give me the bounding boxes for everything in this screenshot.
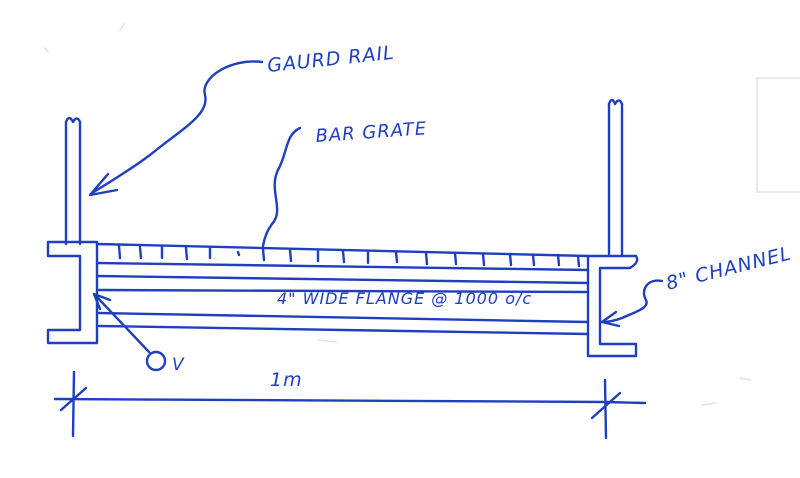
channel-leader	[600, 279, 664, 328]
detail-marker-label: V	[172, 355, 185, 375]
right-channel-section	[586, 254, 639, 358]
bar-grate-leader	[261, 126, 302, 248]
channel-label: 8" CHANNEL	[664, 242, 794, 294]
bar-grate	[95, 242, 590, 272]
bar-grate-label: BAR GRATE	[315, 118, 428, 147]
right-guard-rail-post	[607, 98, 624, 256]
detail-marker	[92, 292, 167, 372]
dimension-label: 1m	[270, 369, 303, 391]
wide-flange-beam	[95, 274, 590, 336]
guard-rail-label: GAURD RAIL	[266, 42, 395, 77]
left-channel-section	[46, 240, 99, 345]
wide-flange-label: 4" WIDE FLANGE @ 1000 o/c	[277, 289, 532, 308]
left-guard-rail-post	[64, 116, 82, 246]
guard-rail-leader	[88, 60, 264, 197]
dimension-line	[53, 370, 647, 440]
faint-pencil-marks	[44, 23, 800, 406]
